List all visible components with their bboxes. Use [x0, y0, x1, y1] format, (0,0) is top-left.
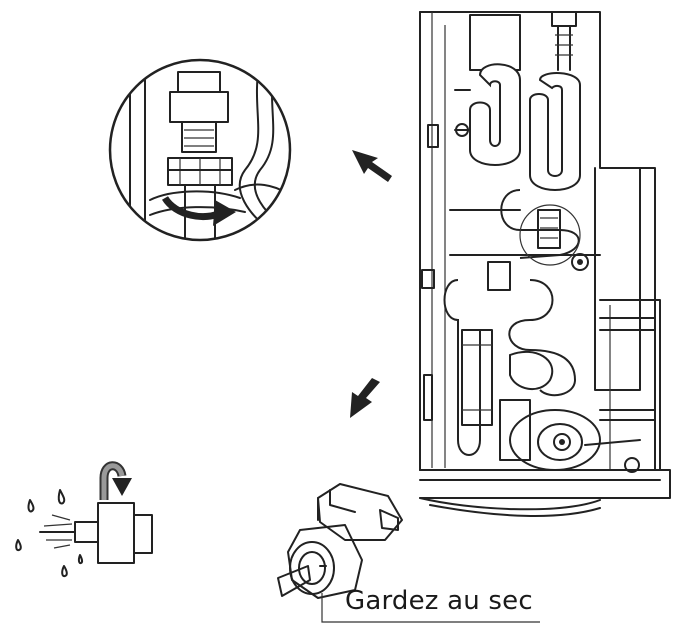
- arrow-lower-left-icon: [350, 378, 380, 418]
- valve-detail-magnifier-icon: [108, 58, 292, 242]
- drain-valve-water-icon: [15, 461, 153, 578]
- valve-cap-connector-icon: [277, 483, 540, 623]
- heat-pump-unit-icon: [419, 11, 671, 517]
- arrow-upper-left-icon: [352, 150, 392, 182]
- caption-keep-dry: Gardez au sec: [345, 586, 533, 616]
